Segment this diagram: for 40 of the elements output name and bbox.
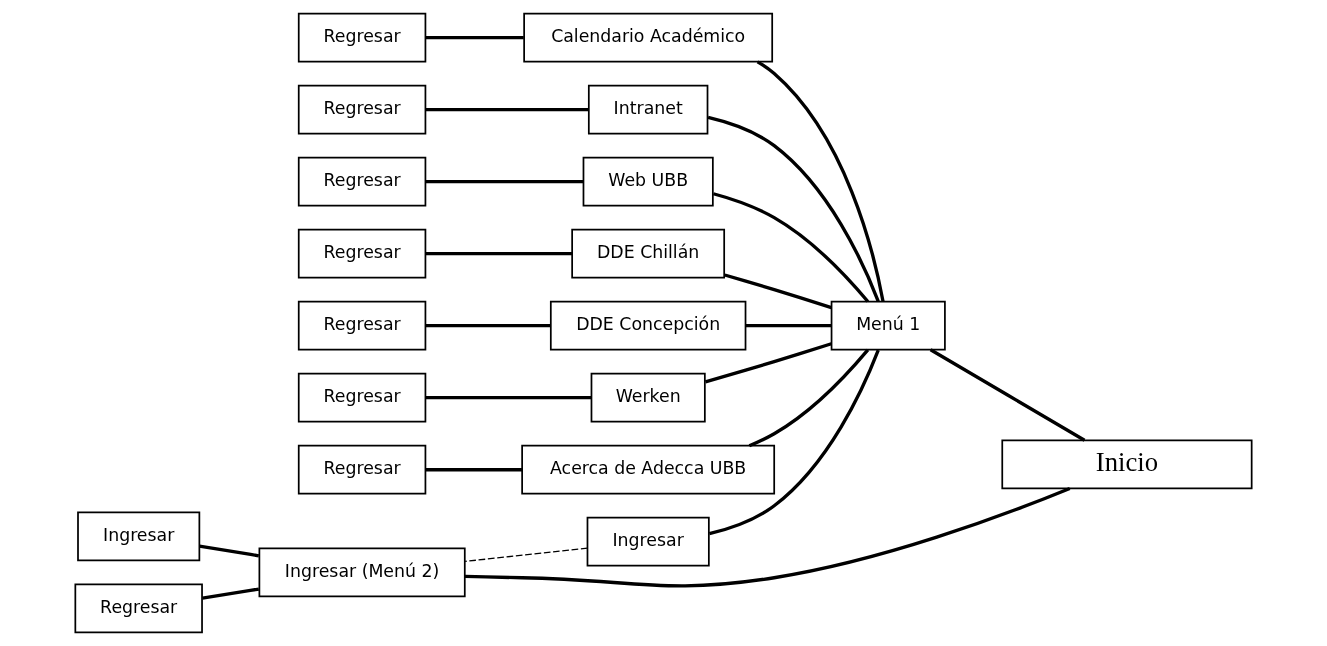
connector: [425, 179, 584, 184]
connector: [709, 349, 880, 536]
node-box: Regresar: [297, 12, 427, 63]
node-box: Menú 1: [830, 300, 946, 351]
connector: [745, 324, 832, 328]
connector: [707, 115, 880, 302]
connector: [199, 544, 260, 558]
connector: [724, 273, 832, 310]
node-box: Werken: [590, 372, 706, 423]
connector: [425, 468, 523, 472]
connector: [425, 252, 572, 256]
connector: [425, 35, 524, 40]
node-box: Acerca de Adecca UBB: [521, 444, 776, 495]
node-box: Regresar: [297, 372, 427, 423]
connector: [202, 587, 260, 600]
node-box: Regresar: [297, 156, 427, 207]
node-box: Calendario Académico: [523, 12, 774, 63]
connector: [748, 348, 870, 448]
node-box: Regresar: [297, 228, 427, 279]
node-box: Regresar: [297, 444, 427, 495]
connector: [425, 396, 592, 400]
connector: [464, 486, 1071, 588]
connector: [425, 107, 589, 112]
node-box: Regresar: [297, 84, 427, 135]
node-box: Ingresar: [586, 516, 710, 567]
node-box: Inicio: [1001, 439, 1253, 490]
node-box: Regresar: [297, 300, 427, 351]
node-box: DDE Chillán: [571, 228, 726, 279]
connector: [929, 348, 1086, 442]
connector: [425, 324, 551, 328]
node-box: Web UBB: [582, 156, 714, 207]
connector: [712, 192, 870, 303]
node-box: Ingresar (Menú 2): [258, 547, 466, 598]
node-box: DDE Concepción: [549, 300, 747, 351]
connector: [705, 342, 832, 384]
connector: [464, 547, 589, 563]
node-box: Regresar: [74, 583, 203, 634]
node-box: Intranet: [587, 84, 709, 135]
node-box: Ingresar: [77, 511, 201, 562]
connector: [756, 60, 885, 302]
